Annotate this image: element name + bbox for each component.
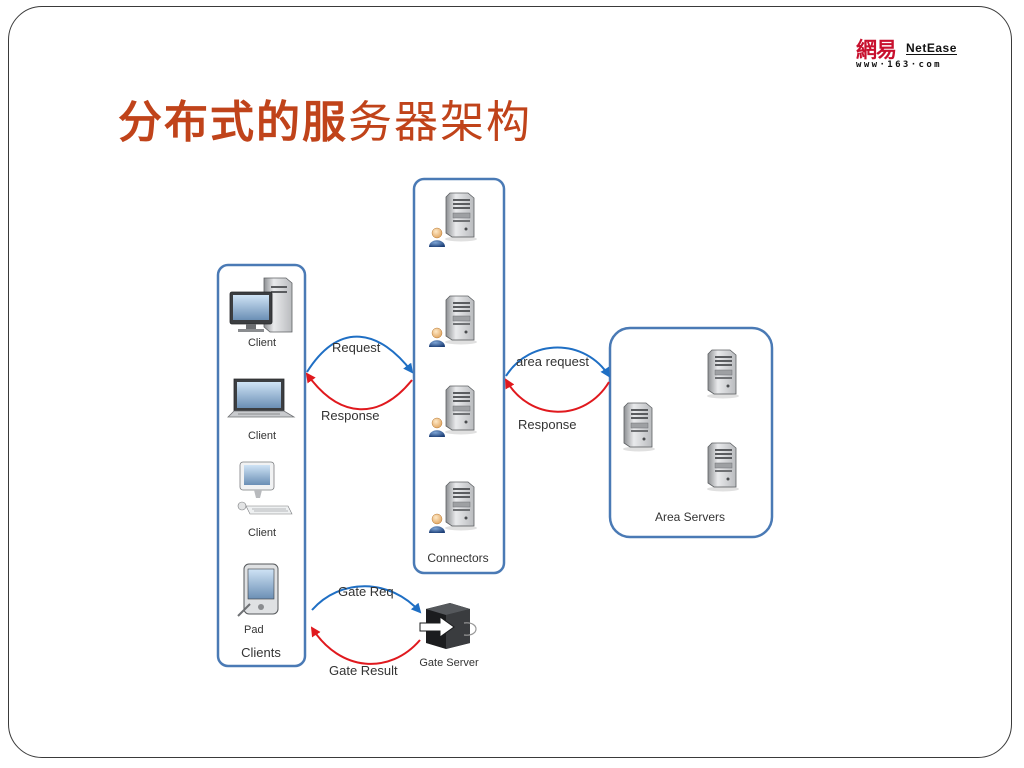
gate-server-label: Gate Server	[419, 657, 479, 669]
imac-icon	[237, 461, 293, 515]
pda-icon	[237, 563, 279, 617]
netease-logo: 網易 NetEase www·163·com	[856, 34, 976, 74]
gate-result-label: Gate Result	[329, 663, 398, 678]
request-label: Request	[332, 340, 381, 355]
area-request-arrow	[505, 346, 611, 378]
response-label-right: Response	[518, 417, 577, 432]
area-server-icon	[622, 402, 656, 452]
area-server-icon	[706, 349, 740, 399]
area-server-icon	[706, 442, 740, 492]
response-label-left: Response	[321, 408, 380, 423]
response-arrow-left	[305, 372, 413, 411]
gate-req-arrow	[311, 585, 422, 614]
client-label: Client	[248, 430, 276, 442]
gate-result-arrow	[310, 626, 421, 665]
logo-chinese-text: 網易	[856, 37, 897, 62]
title-bold-part: 分布式的服	[118, 97, 348, 148]
connectors-group-box	[412, 177, 506, 575]
laptop-icon	[227, 378, 296, 418]
area-servers-group-box	[608, 326, 774, 539]
logo-url-text: www·163·com	[856, 60, 943, 70]
logo-english-text: NetEase	[906, 41, 957, 55]
pad-label: Pad	[244, 624, 264, 636]
title-normal-part: 务器架构	[348, 97, 532, 148]
slide-title: 分布式的服务器架构	[118, 86, 532, 150]
response-arrow-right	[505, 378, 610, 413]
clients-group-box	[216, 263, 307, 668]
area-request-label: area request	[516, 354, 589, 369]
desktop-pc-icon	[229, 277, 293, 333]
area-servers-group-label: Area Servers	[655, 510, 725, 524]
client-label: Client	[248, 527, 276, 539]
connector-server-icon	[428, 192, 478, 248]
connector-server-icon	[428, 481, 478, 534]
clients-group-label: Clients	[241, 645, 281, 660]
connector-server-icon	[428, 295, 478, 348]
client-label: Client	[248, 337, 276, 349]
connector-server-icon	[428, 385, 478, 438]
gate-server-icon	[419, 603, 477, 649]
gate-req-label: Gate Req	[338, 584, 394, 599]
request-arrow	[306, 335, 414, 374]
connectors-group-label: Connectors	[427, 551, 488, 565]
